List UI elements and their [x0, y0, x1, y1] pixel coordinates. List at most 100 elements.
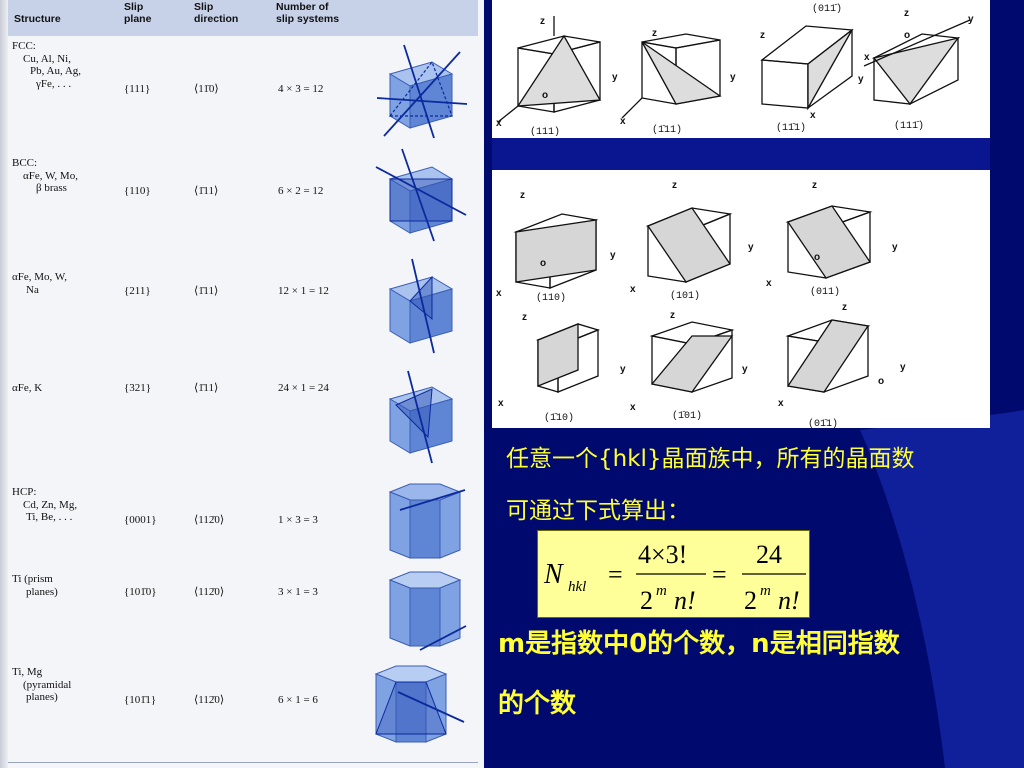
formula-denominator-1-exp: m	[656, 583, 667, 599]
caption-01bar1: (01̄1)	[808, 418, 838, 428]
svg-text:y: y	[748, 242, 754, 253]
cube-1bar11	[621, 33, 722, 119]
caption-111: (111)	[530, 126, 560, 138]
scan-edge	[0, 0, 8, 768]
caption-1bar11: (1̄11)	[652, 124, 682, 136]
svg-text:x: x	[620, 116, 626, 127]
svg-text:x: x	[496, 118, 502, 129]
svg-text:z: z	[520, 190, 525, 201]
cube-101	[645, 207, 733, 283]
svg-text:y: y	[968, 14, 974, 25]
formula-lhs: N	[543, 559, 564, 590]
caption-110: (110)	[536, 292, 566, 304]
svg-text:z: z	[670, 310, 675, 321]
table-row-bcc321-structure: αFe, K	[12, 382, 43, 394]
caption-011: (011)	[810, 286, 840, 298]
formula-numerator-1: 4×3!	[638, 540, 687, 569]
formula-equals-1: =	[608, 560, 623, 589]
cube-1bar10	[536, 323, 600, 393]
table-row-bcc110-count: 6 × 2 = 12	[278, 185, 324, 197]
svg-text:z: z	[842, 302, 847, 313]
table-row-fcc-plane: {111}	[124, 83, 151, 95]
cube-111	[497, 16, 602, 123]
description-line-2: 可通过下式算出：	[506, 498, 690, 524]
bcc-321-cube-illustration	[388, 370, 454, 464]
caption-011bar: (011̄)	[812, 3, 842, 15]
table-bottom-rule	[8, 762, 478, 763]
svg-text:x: x	[630, 402, 636, 413]
svg-text:z: z	[522, 312, 527, 323]
formula-denominator-2-rest: n!	[778, 586, 800, 615]
svg-text:o: o	[878, 376, 884, 387]
svg-text:x: x	[778, 398, 784, 409]
table-row-pyramidal-structure: Ti, Mg (pyramidal planes)	[12, 666, 72, 703]
svg-text:y: y	[858, 74, 864, 85]
caption-101: (101)	[670, 290, 700, 302]
table-row-bcc321-plane: {321}	[124, 382, 152, 394]
svg-text:z: z	[904, 8, 909, 19]
svg-text:x: x	[496, 288, 502, 299]
table-row-ti-prism-direction: ⟨112̄0⟩	[194, 586, 225, 598]
svg-text:y: y	[900, 362, 906, 373]
table-row-bcc110-direction: ⟨1̄11⟩	[194, 185, 219, 197]
table-row-bcc110-plane: {110}	[124, 185, 151, 197]
cube-1bar01	[649, 321, 735, 393]
fcc-cube-illustration	[376, 44, 468, 139]
svg-text:o: o	[542, 90, 548, 101]
caption-1bar01: (1̄01)	[672, 410, 702, 422]
formula-denominator-2-exp: m	[760, 583, 771, 599]
blue-strip	[492, 138, 990, 170]
caption-11bar1: (11̄1)	[776, 122, 806, 134]
svg-text:y: y	[610, 250, 616, 261]
table-row-hcp-direction: ⟨112̄0⟩	[194, 514, 225, 526]
hcp-basal-prism-illustration	[388, 483, 466, 559]
formula-svg: N hkl = 4×3! 2 m n! = 24 2 m n!	[543, 540, 806, 615]
svg-text:z: z	[672, 180, 677, 191]
table-row-hcp-structure: HCP: Cd, Zn, Mg, Ti, Be, . . .	[12, 486, 78, 523]
table-row-pyramidal-count: 6 × 1 = 6	[278, 694, 318, 706]
cube-01bar1	[785, 319, 871, 393]
svg-text:x: x	[498, 398, 504, 409]
bcc-110-cube-illustration	[375, 148, 467, 242]
table-row-hcp-plane: {0001}	[124, 514, 157, 526]
svg-text:y: y	[612, 72, 618, 83]
table-row-ti-prism-count: 3 × 1 = 3	[278, 586, 318, 598]
svg-text:z: z	[540, 16, 545, 27]
cube-11bar1	[760, 25, 854, 111]
table-row-fcc-direction: ⟨11̄0⟩	[194, 83, 219, 95]
svg-text:z: z	[652, 28, 657, 39]
hcp-pyramidal-plane-illustration	[374, 665, 465, 743]
table-row-bcc211-direction: ⟨1̄11⟩	[194, 285, 219, 297]
cube-110	[513, 213, 599, 289]
table-row-pyramidal-plane: {101̄1}	[124, 694, 157, 706]
table-row-bcc321-direction: ⟨1̄11⟩	[194, 382, 219, 394]
bcc-211-cube-illustration	[388, 258, 454, 354]
svg-text:y: y	[620, 364, 626, 375]
svg-text:y: y	[742, 364, 748, 375]
formula-numerator-2: 24	[756, 540, 782, 569]
formula-denominator-2-base: 2	[744, 586, 757, 615]
table-row-bcc321-count: 24 × 1 = 24	[278, 382, 329, 394]
caption-111bar: (111̄)	[894, 120, 924, 132]
cube-111bar	[863, 19, 971, 106]
caption-1bar10: (1̄10)	[544, 412, 574, 424]
table-row-bcc211-count: 12 × 1 = 12	[278, 285, 329, 297]
description-line-4: 的个数	[498, 689, 577, 719]
description-line-3: m是指数中0的个数，n是相同指数	[498, 629, 900, 659]
table-row-bcc110-structure: BCC: αFe, W, Mo, β brass	[12, 157, 78, 194]
svg-text:y: y	[730, 72, 736, 83]
formula-equals-2: =	[712, 560, 727, 589]
table-row-pyramidal-direction: ⟨112̄0⟩	[194, 694, 225, 706]
svg-text:x: x	[810, 110, 816, 121]
table-row-hcp-count: 1 × 3 = 3	[278, 514, 318, 526]
svg-text:z: z	[760, 30, 765, 41]
